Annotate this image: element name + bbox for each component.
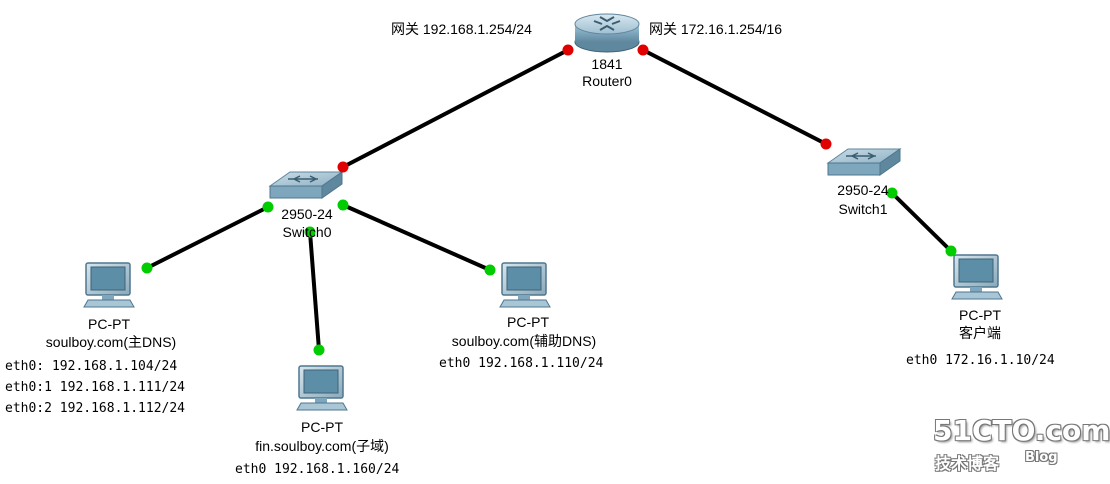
port-up-dot	[262, 201, 274, 213]
pc-main-ip-line: eth0: 192.168.1.104/24	[5, 359, 178, 374]
link-switch0-pc-sub[interactable]	[308, 230, 321, 352]
port-up-dot	[337, 199, 349, 211]
switch0-name: Switch0	[282, 224, 332, 240]
pc-main-type: PC-PT	[88, 316, 130, 332]
pc-icon[interactable]	[499, 262, 551, 308]
router-model: 1841	[591, 56, 623, 72]
switch0-model: 2950-24	[281, 206, 333, 222]
port-down-dot	[820, 138, 832, 150]
pc-main-ip-line: eth0:2 192.168.1.112/24	[5, 401, 186, 416]
link-switch1-pc-client[interactable]	[890, 191, 953, 253]
pc-sub-ip: eth0 192.168.1.160/24	[235, 462, 400, 477]
router-name: Router0	[582, 73, 632, 89]
pc-main-ip-line: eth0:1 192.168.1.111/24	[5, 380, 186, 395]
switch-icon[interactable]	[826, 148, 902, 176]
pc-icon[interactable]	[83, 262, 135, 308]
network-topology-canvas	[83, 13, 1003, 411]
switch-icon[interactable]	[268, 171, 344, 199]
pc-client-role: 客户端	[959, 325, 1001, 341]
pc-sub-role: fin.soulboy.com(子域)	[255, 438, 389, 454]
port-down-dot	[637, 44, 649, 56]
switch1-model: 2950-24	[837, 182, 889, 198]
pc-client-ip: eth0 172.16.1.10/24	[906, 353, 1055, 368]
router-icon[interactable]	[574, 13, 640, 53]
pc-aux-role: soulboy.com(辅助DNS)	[451, 333, 597, 349]
router-gateway-right: 网关 172.16.1.254/16	[649, 21, 783, 37]
link-router-switch1[interactable]	[641, 48, 828, 146]
link-router-switch0[interactable]	[341, 48, 570, 169]
pc-icon[interactable]	[296, 365, 348, 411]
port-up-dot	[141, 262, 153, 274]
port-indicators	[141, 44, 957, 356]
pc-sub-type: PC-PT	[301, 419, 343, 435]
port-up-dot	[484, 264, 496, 276]
pc-aux-type: PC-PT	[507, 314, 549, 330]
pc-main-role: soulboy.com(主DNS)	[45, 334, 177, 350]
pc-icon[interactable]	[951, 254, 1003, 300]
watermark-brand: 51CTO.com	[933, 414, 1110, 447]
pc-client-type: PC-PT	[959, 307, 1001, 323]
pc-aux-ip: eth0 192.168.1.110/24	[439, 356, 604, 371]
port-up-dot	[886, 187, 898, 199]
port-up-dot	[945, 245, 957, 257]
watermark-sub: 技术博客	[935, 454, 1000, 473]
switch1-name: Switch1	[838, 201, 888, 217]
port-up-dot	[313, 344, 325, 356]
router-gateway-left: 网关 192.168.1.254/24	[391, 21, 532, 37]
watermark-blog: Blog	[1025, 450, 1058, 465]
port-down-dot	[337, 161, 349, 173]
port-down-dot	[562, 44, 574, 56]
port-up-dot	[304, 226, 316, 238]
link-switch0-pc-aux[interactable]	[341, 203, 492, 272]
link-switch0-pc-main[interactable]	[145, 205, 270, 270]
links	[145, 48, 953, 352]
